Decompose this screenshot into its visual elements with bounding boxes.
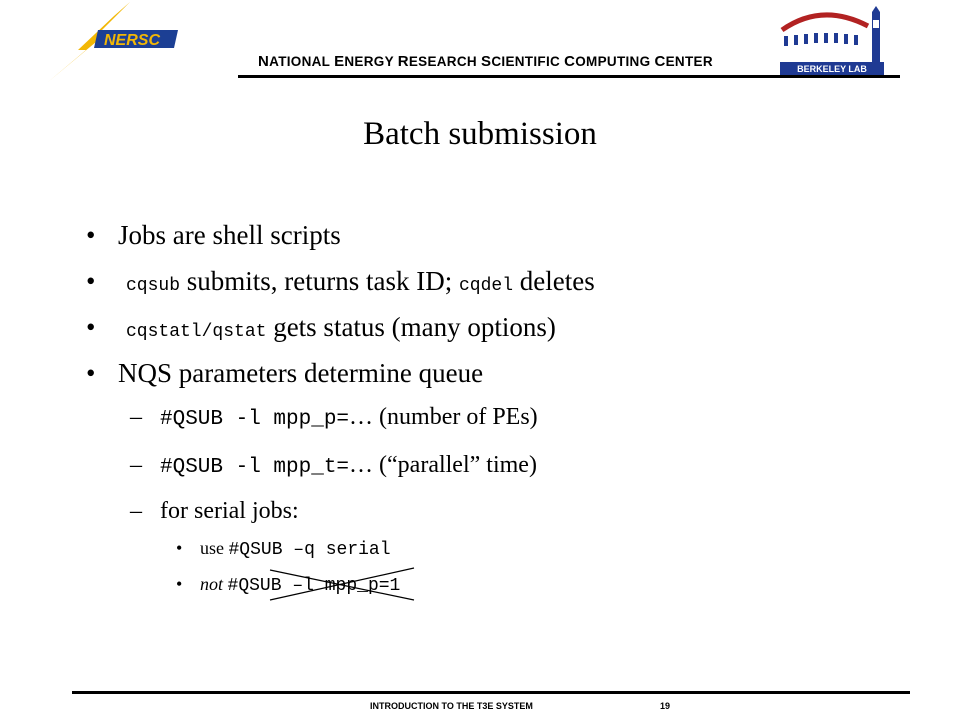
bullet-nqs-parameters: •NQS parameters determine queue (86, 358, 484, 388)
organization-name: NATIONAL ENERGY RESEARCH SCIENTIFIC COMP… (258, 53, 713, 70)
sub-item-mpp-t: –#QSUB -l mpp_t=… (“parallel” time) (130, 452, 537, 479)
header-rule (238, 75, 900, 78)
berkeley-lab-logo-text: BERKELEY LAB (797, 64, 867, 74)
strikethrough-cross (269, 567, 415, 601)
nersc-logo-text: NERSC (104, 32, 160, 49)
footer-rule (72, 691, 910, 694)
footer-title: INTRODUCTION TO THE T3E SYSTEM (370, 701, 533, 711)
bullet-jobs-shell-scripts: •Jobs are shell scripts (86, 220, 341, 250)
bullet-cqsub: •cqsub submits, returns task ID; cqdel d… (86, 266, 595, 296)
sub-item-mpp-p: –#QSUB -l mpp_p=… (number of PEs) (130, 404, 538, 431)
slide-title: Batch submission (363, 116, 597, 152)
sub-sub-item-use: •use #QSUB –q serial (176, 538, 391, 560)
sub-item-serial-jobs: –for serial jobs: (130, 498, 299, 524)
nersc-logo: NERSC (48, 2, 178, 82)
bullet-cqstatl: •cqstatl/qstat gets status (many options… (86, 312, 556, 342)
page-number: 19 (660, 701, 671, 711)
berkeley-lab-logo: BERKELEY LAB (780, 6, 884, 75)
